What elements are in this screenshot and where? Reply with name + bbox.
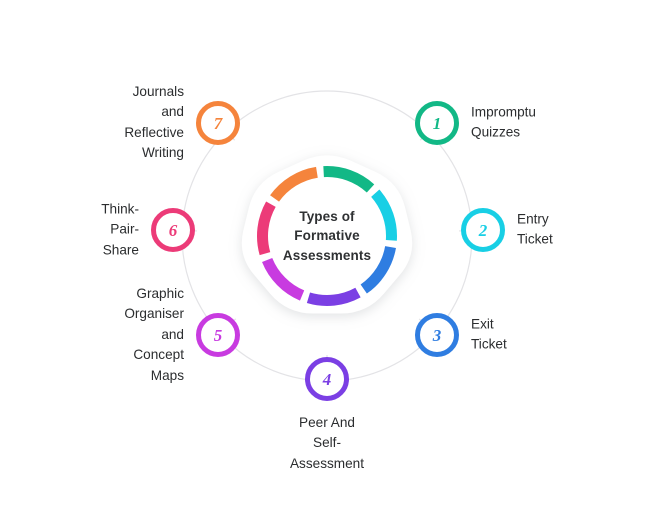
node-number-4: 4: [322, 369, 332, 389]
node-5: 5 Graphic Organiser and Concept Maps: [124, 286, 240, 383]
node-number-1: 1: [432, 113, 442, 133]
node-badge-1[interactable]: 1: [415, 101, 459, 145]
center-hub: Types of Formative Assessments: [224, 140, 430, 332]
node-number-3: 3: [432, 325, 442, 345]
donut-segment: [360, 245, 396, 294]
donut-segment: [306, 287, 361, 306]
node-label-6: Think-Pair-Share: [101, 201, 139, 258]
donut-chart: [257, 166, 397, 306]
donut-segment: [370, 189, 397, 241]
node-badge-2[interactable]: 2: [461, 208, 505, 252]
node-number-6: 6: [168, 220, 178, 240]
node-6: 6 Think-Pair-Share: [101, 201, 195, 257]
node-2: 2 Entry Ticket: [461, 208, 553, 252]
donut-segment: [270, 166, 318, 202]
node-7: 7 Journals and Reflective Writing: [124, 84, 240, 160]
donut-segment: [262, 257, 305, 301]
donut-segment: [257, 201, 276, 256]
node-label-7: Journals and Reflective Writing: [124, 84, 184, 161]
node-label-3: Exit Ticket: [471, 316, 507, 352]
node-label-4: Peer And Self- Assessment: [289, 415, 365, 471]
node-1: 1 Impromptu Quizzes: [415, 101, 536, 145]
node-number-5: 5: [213, 325, 223, 345]
node-badge-5[interactable]: 5: [196, 313, 240, 357]
node-badge-7[interactable]: 7: [196, 101, 240, 145]
node-number-7: 7: [213, 113, 223, 133]
node-badge-6[interactable]: 6: [151, 208, 195, 252]
node-badge-3[interactable]: 3: [415, 313, 459, 357]
node-number-2: 2: [478, 220, 488, 240]
node-3: 3 Exit Ticket: [415, 313, 507, 357]
donut-segment: [323, 166, 375, 193]
node-label-1: Impromptu Quizzes: [471, 104, 536, 140]
node-label-2: Entry Ticket: [517, 211, 553, 247]
node-badge-4[interactable]: 4: [305, 357, 349, 401]
node-label-5: Graphic Organiser and Concept Maps: [124, 286, 184, 383]
